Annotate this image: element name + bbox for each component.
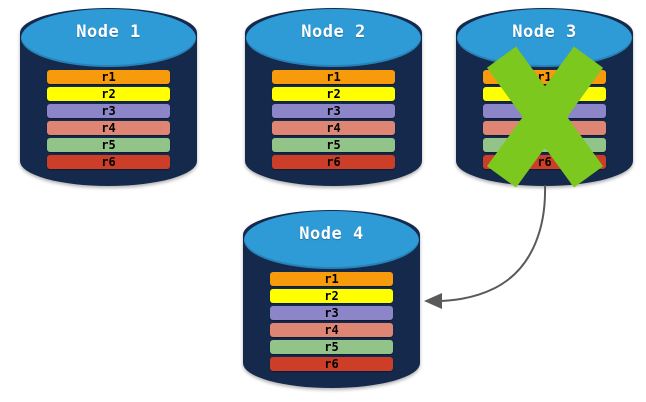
node-2-row-r3[interactable]: r3 (272, 104, 395, 118)
node-3-rows: r1 r2 r3 r4 r5 r6 (456, 70, 633, 172)
node-1-row-r6[interactable]: r6 (47, 155, 170, 169)
node-4-row-r1[interactable]: r1 (270, 272, 393, 286)
node-1[interactable]: Node 1 r1 r2 r3 r4 r5 r6 (20, 8, 197, 186)
node-2-row-r1[interactable]: r1 (272, 70, 395, 84)
node-4-row-r5[interactable]: r5 (270, 340, 393, 354)
node-1-row-r4[interactable]: r4 (47, 121, 170, 135)
node-1-cylinder-top (21, 9, 196, 67)
replication-arrow-path (436, 185, 547, 302)
node-3-row-r6[interactable]: r6 (483, 155, 606, 169)
node-4-row-r2[interactable]: r2 (270, 289, 393, 303)
node-1-row-r5[interactable]: r5 (47, 138, 170, 152)
node-3-cylinder-top (457, 9, 632, 67)
node-3-row-r5[interactable]: r5 (483, 138, 606, 152)
node-3-row-r3[interactable]: r3 (483, 104, 606, 118)
node-2-rows: r1 r2 r3 r4 r5 r6 (245, 70, 422, 172)
node-4-row-r6[interactable]: r6 (270, 357, 393, 371)
node-4-rows: r1 r2 r3 r4 r5 r6 (243, 272, 420, 374)
node-3-row-r4[interactable]: r4 (483, 121, 606, 135)
node-1-row-r3[interactable]: r3 (47, 104, 170, 118)
node-2-row-r6[interactable]: r6 (272, 155, 395, 169)
node-1-row-r2[interactable]: r2 (47, 87, 170, 101)
node-2-row-r4[interactable]: r4 (272, 121, 395, 135)
replication-arrow-head (424, 293, 442, 309)
node-1-row-r1[interactable]: r1 (47, 70, 170, 84)
node-1-rows: r1 r2 r3 r4 r5 r6 (20, 70, 197, 172)
node-2-row-r2[interactable]: r2 (272, 87, 395, 101)
node-4-cylinder-top (244, 211, 419, 269)
node-3-row-r2[interactable]: r2 (483, 87, 606, 101)
node-3-row-r1[interactable]: r1 (483, 70, 606, 84)
node-2-cylinder-top (246, 9, 421, 67)
node-2[interactable]: Node 2 r1 r2 r3 r4 r5 r6 (245, 8, 422, 186)
node-4-row-r3[interactable]: r3 (270, 306, 393, 320)
node-4-row-r4[interactable]: r4 (270, 323, 393, 337)
node-3[interactable]: Node 3 r1 r2 r3 r4 r5 r6 (456, 8, 633, 186)
node-4[interactable]: Node 4 r1 r2 r3 r4 r5 r6 (243, 210, 420, 388)
node-2-row-r5[interactable]: r5 (272, 138, 395, 152)
